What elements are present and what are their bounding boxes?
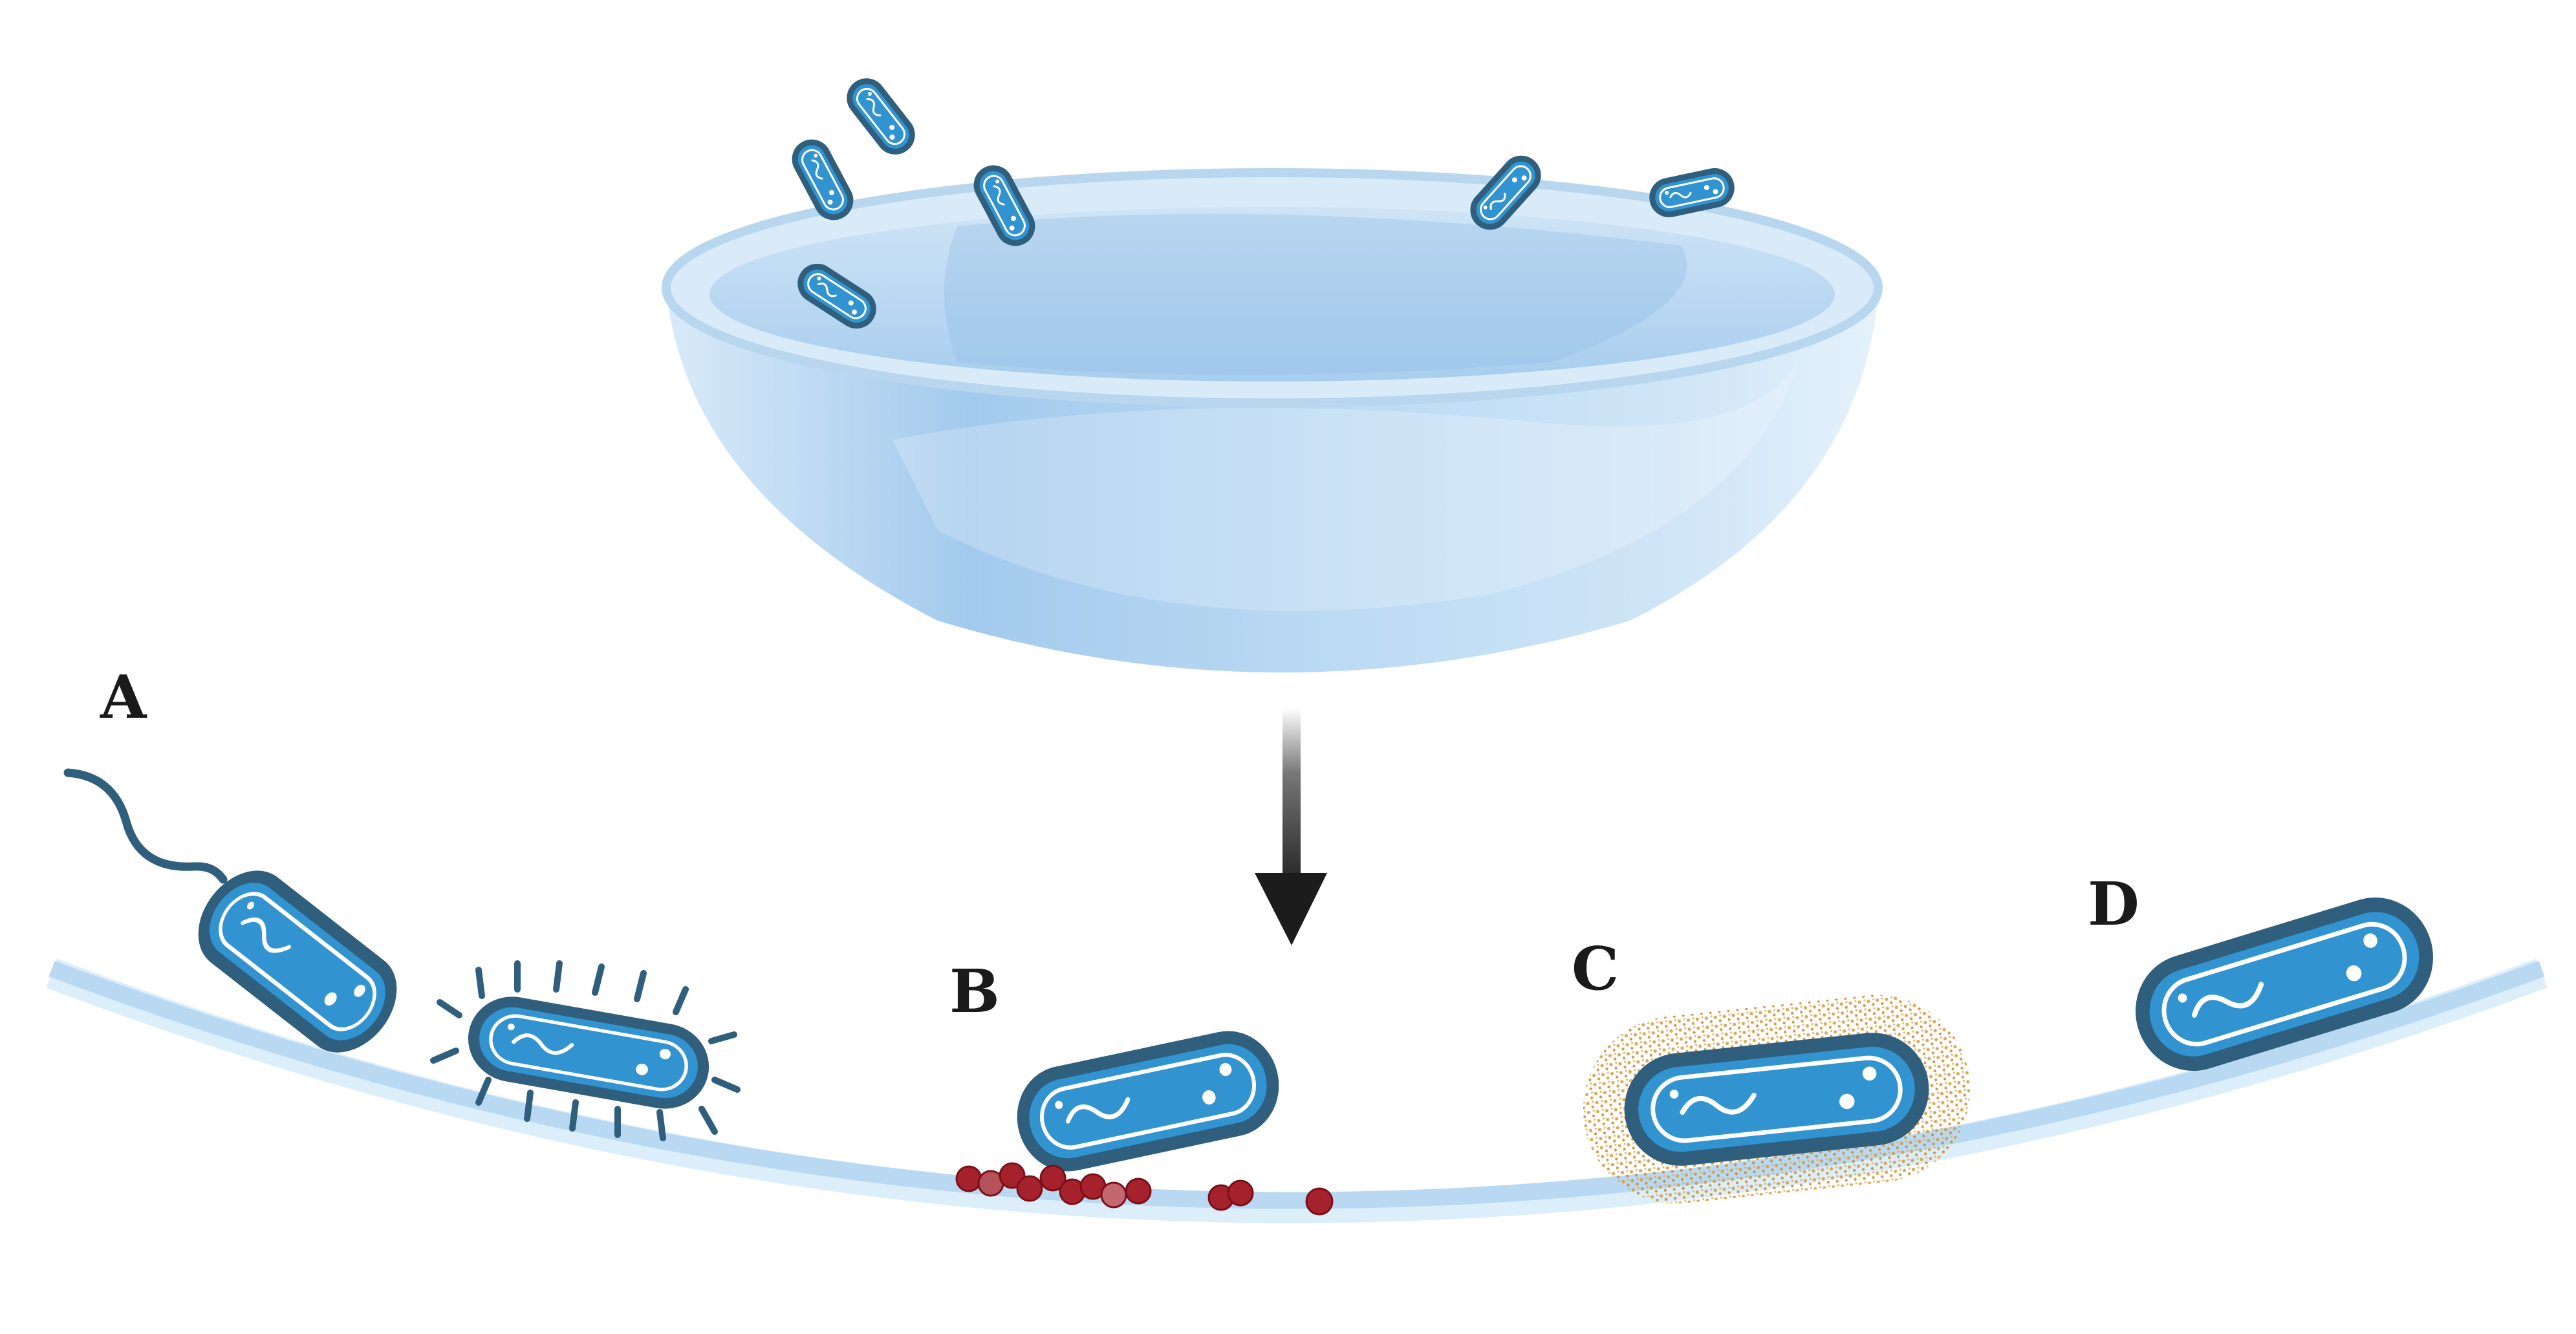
flagellum [63,768,228,884]
bacterium-icon [843,74,918,158]
label-c: C [1572,934,1619,1004]
panel-b: B [949,956,1334,1216]
bacterium-icon [1015,1029,1281,1173]
pili [430,960,741,1141]
bacterium-icon [1627,1035,1927,1163]
bacterium-icon [789,136,856,223]
panel-a: A [63,662,741,1141]
label-d: D [2088,869,2139,939]
ocular-surface [46,958,2548,1223]
lens-inner-surface [709,207,1835,382]
contact-lens [662,168,1883,672]
protein-deposits [955,1162,1334,1216]
lens-highlight [893,362,1798,611]
panel-c: C [1572,934,1971,1204]
label-b: B [949,956,1000,1026]
label-a: A [100,662,147,732]
lens-inner-shadow [944,213,1687,375]
down-arrow-icon [1255,708,1327,945]
panel-d: D [2088,869,2439,1076]
